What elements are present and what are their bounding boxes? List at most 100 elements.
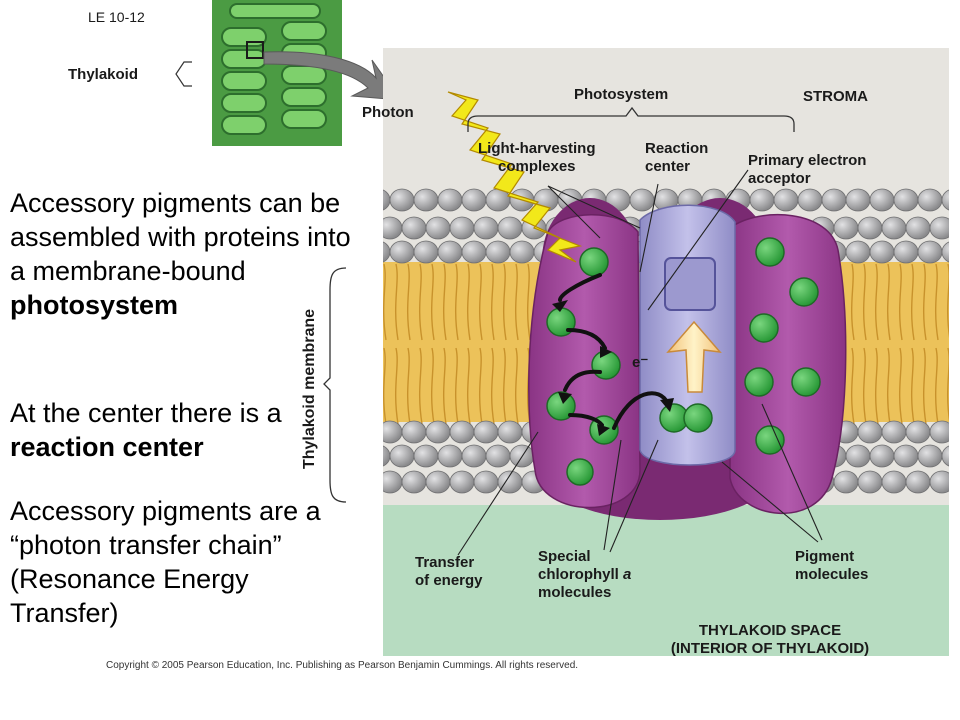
- lipid-tail: [875, 347, 879, 425]
- lipid-head: [425, 216, 451, 240]
- lipid-head: [413, 188, 439, 212]
- paragraph-photon-transfer: Accessory pigments are a “photon transfe…: [10, 496, 321, 628]
- lipid-tail: [899, 347, 903, 425]
- lipid-head: [383, 216, 403, 240]
- lipid-tail: [503, 347, 507, 425]
- lipid-head: [929, 470, 949, 494]
- lipid-head: [941, 241, 949, 263]
- lipid-tail: [491, 347, 495, 425]
- stroma-label: STROMA: [803, 88, 868, 105]
- transfer-of-energy-label: Transfer of energy: [415, 554, 483, 589]
- lipid-tail: [887, 347, 891, 425]
- lipid-tail: [923, 347, 927, 425]
- energy-transfer-arrows: [558, 273, 670, 430]
- lipid-tail: [863, 347, 867, 425]
- lipid-tail: [407, 347, 411, 425]
- lipid-head: [485, 444, 511, 468]
- lipid-head: [629, 188, 655, 212]
- lipid-tail: [383, 347, 387, 425]
- photosystem-term: photosystem: [10, 290, 179, 320]
- lipid-head: [383, 445, 391, 467]
- paragraph-reaction-center: At the center there is a reaction center: [10, 396, 362, 464]
- lipid-head: [473, 420, 499, 444]
- primary-electron-acceptor-label: Primary electron acceptor: [748, 152, 867, 187]
- lipid-head: [881, 216, 907, 240]
- lipid-head: [905, 420, 931, 444]
- lipid-head: [437, 444, 463, 468]
- reaction-center-term: reaction center: [10, 432, 204, 462]
- light-harvesting-label: Light-harvesting complexes: [478, 140, 596, 175]
- lipid-tail: [479, 263, 483, 341]
- lipid-tail: [443, 263, 447, 341]
- special-chlorophyll-a: a: [623, 566, 632, 583]
- lipid-tail: [395, 347, 399, 425]
- lipid-head: [833, 470, 859, 494]
- lipid-tail: [467, 347, 471, 425]
- lipid-head: [881, 470, 907, 494]
- lipid-tail: [455, 263, 459, 341]
- lipid-head: [845, 188, 871, 212]
- paragraph-photosystem-text: Accessory pigments can be assembled with…: [10, 188, 351, 286]
- lipid-tail: [383, 263, 387, 341]
- lipid-head: [449, 420, 475, 444]
- lipid-tail: [935, 263, 939, 341]
- lipid-tail: [479, 347, 483, 425]
- photon-label: Photon: [362, 104, 414, 121]
- lipid-head: [461, 240, 487, 264]
- lipid-head: [869, 188, 895, 212]
- lipid-head: [893, 240, 919, 264]
- lipid-head: [509, 240, 535, 264]
- lipid-head: [797, 188, 823, 212]
- special-chlorophyll-label: Special chlorophyll a molecules: [538, 548, 631, 602]
- lipid-head: [425, 420, 451, 444]
- lipid-head: [461, 444, 487, 468]
- lipid-tail: [407, 263, 411, 341]
- lipid-head: [437, 188, 463, 212]
- lipid-tail: [455, 347, 459, 425]
- thylakoid-label: Thylakoid: [68, 66, 139, 83]
- lipid-head: [383, 420, 403, 444]
- reaction-center-label: Reaction center: [645, 140, 709, 175]
- lipid-head: [383, 189, 391, 211]
- lipid-tail: [527, 263, 531, 341]
- lipid-head: [401, 420, 427, 444]
- lipid-head: [869, 240, 895, 264]
- lipid-tail: [395, 263, 399, 341]
- special-chlorophyll-line3: molecules: [538, 584, 612, 601]
- thylakoid-space-label: THYLAKOID SPACE (INTERIOR OF THYLAKOID): [620, 622, 920, 658]
- lipid-tail: [851, 347, 855, 425]
- lipid-head: [917, 240, 943, 264]
- lipid-tail: [875, 263, 879, 341]
- lipid-head: [401, 216, 427, 240]
- special-chlorophyll-line1: Special: [538, 548, 591, 565]
- lipid-head: [389, 188, 415, 212]
- chlorophyll-molecules: [546, 237, 821, 486]
- lipid-head: [389, 444, 415, 468]
- lipid-tail: [503, 263, 507, 341]
- thylakoid-space-line2: (INTERIOR OF THYLAKOID): [670, 640, 870, 657]
- lipid-tail: [419, 347, 423, 425]
- lipid-head: [917, 188, 943, 212]
- lipid-tail: [935, 347, 939, 425]
- lipid-head: [497, 420, 523, 444]
- lipid-head: [449, 470, 475, 494]
- lipid-head: [413, 444, 439, 468]
- lipid-head: [845, 240, 871, 264]
- lipid-head: [437, 240, 463, 264]
- lipid-tail: [515, 347, 519, 425]
- lipid-head: [773, 188, 799, 212]
- electron-label: e⁻: [632, 354, 649, 371]
- thylakoid-inset: [175, 0, 342, 146]
- paragraph-photosystem: Accessory pigments can be assembled with…: [10, 186, 362, 322]
- lipid-head: [473, 216, 499, 240]
- lipid-tail: [947, 263, 949, 338]
- lipid-tail: [467, 263, 471, 341]
- copyright-notice: Copyright © 2005 Pearson Education, Inc.…: [106, 660, 579, 671]
- lipid-tail: [431, 347, 435, 425]
- lipid-head: [833, 216, 859, 240]
- lipid-head: [941, 445, 949, 467]
- lipid-head: [473, 470, 499, 494]
- lipid-tail: [491, 263, 495, 341]
- lipid-head: [917, 444, 943, 468]
- lipid-head: [497, 216, 523, 240]
